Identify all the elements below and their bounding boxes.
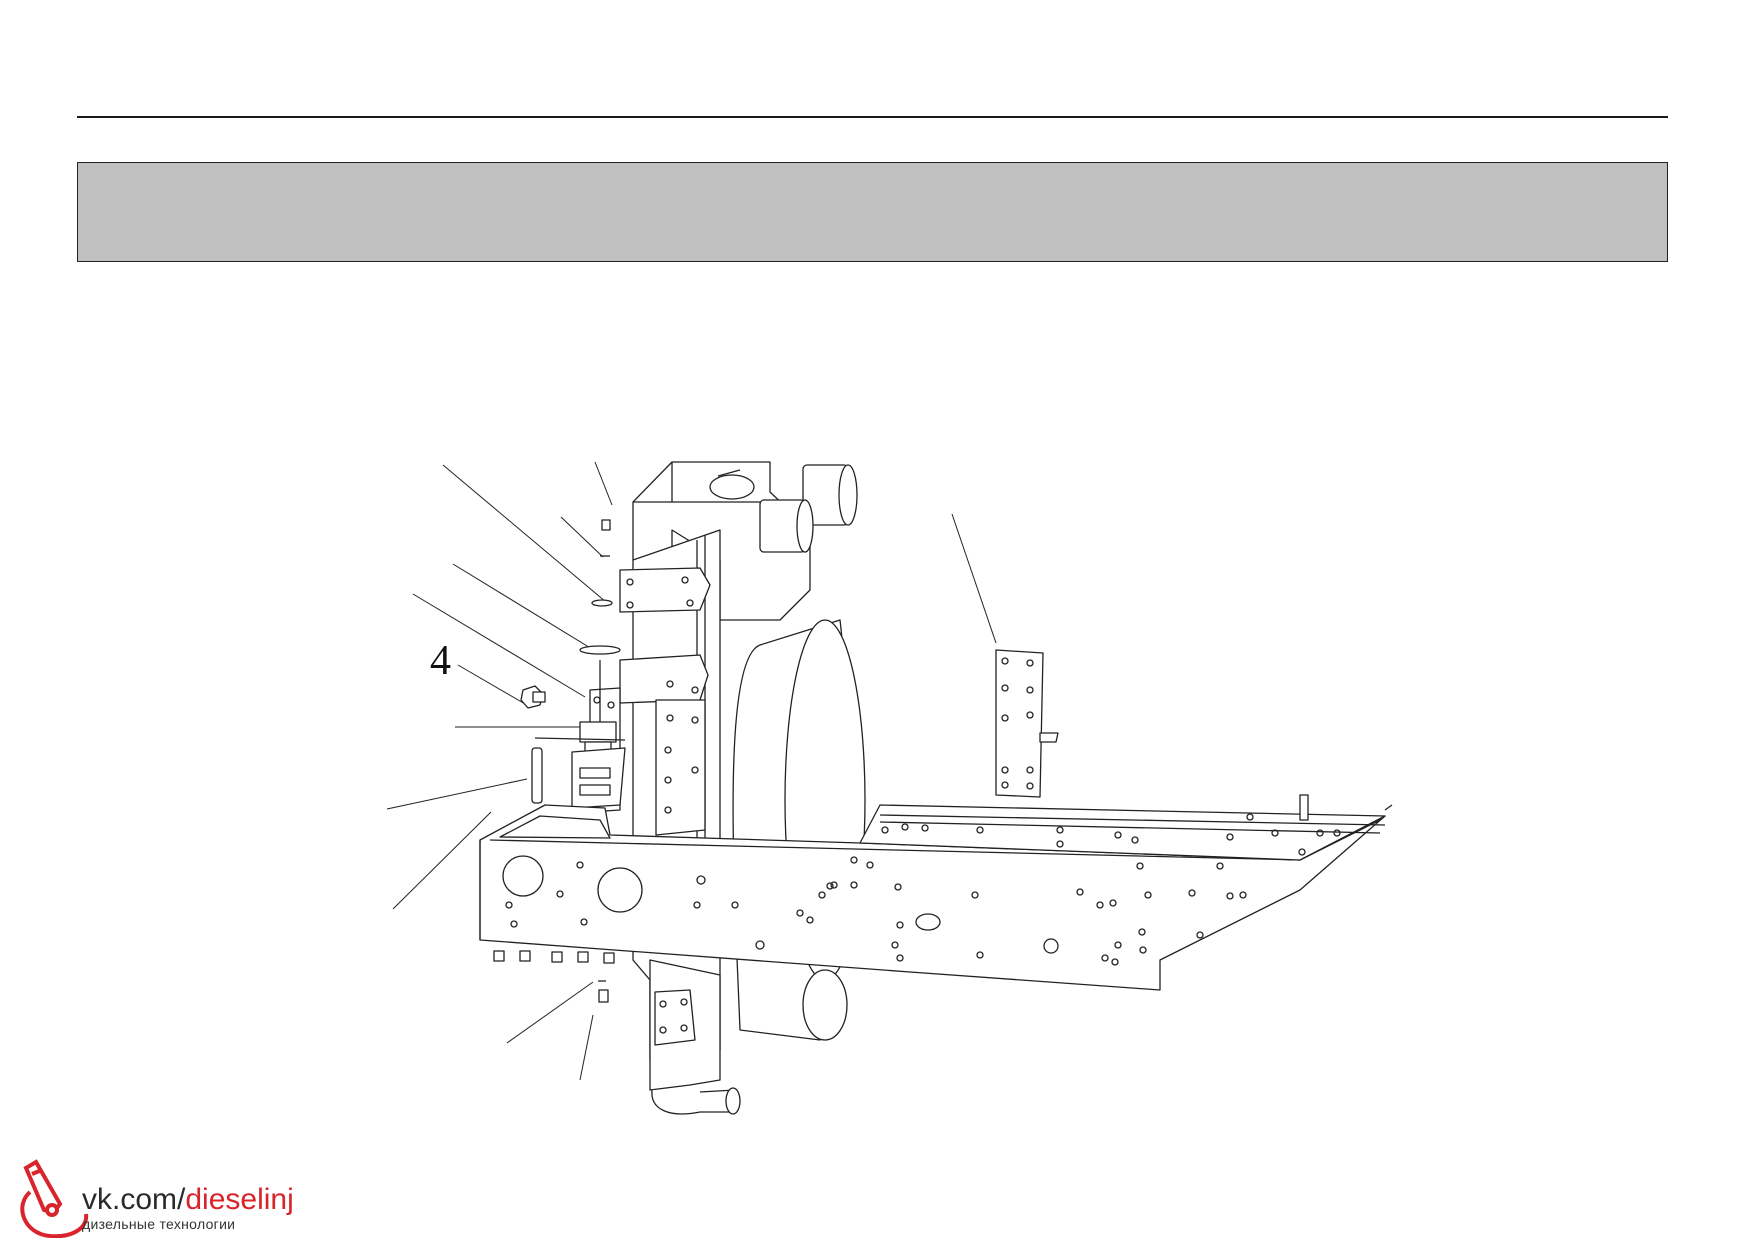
callout-label: 4 [430, 638, 451, 684]
logo-wordmark[interactable]: vk.com/dieselinj [82, 1185, 294, 1215]
chassis-frame-rail [479, 794, 1393, 1003]
mounting-plate [995, 649, 1059, 798]
header-rule [77, 116, 1668, 118]
radiator-brackets [589, 567, 711, 836]
title-banner [77, 162, 1668, 262]
radiator-lower-tank [649, 959, 741, 1115]
logo-prefix: vk.com/ [82, 1183, 186, 1216]
fastener-stack [520, 519, 626, 809]
fan-shroud [732, 619, 866, 1041]
radiator-pipes [759, 464, 858, 553]
logo-accent: dieselinj [185, 1183, 294, 1216]
dieselinj-logo-icon [20, 1159, 89, 1238]
logo-subtitle: дизельные технологии [82, 1216, 236, 1232]
leader-lines [386, 461, 997, 1081]
